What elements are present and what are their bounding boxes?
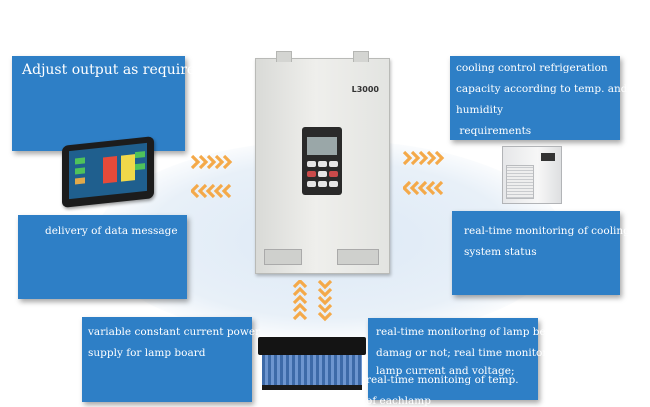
uv-led-lamp [258, 337, 366, 390]
tablet-screen [69, 142, 147, 200]
cooling-control-line-2: capacity according to temp. and [456, 83, 628, 95]
controller-cabinet: L3000 [255, 51, 390, 274]
cooling-monitoring-box [452, 211, 620, 295]
controller-display [307, 137, 337, 155]
cooling-control-box [450, 56, 620, 140]
touch-panel-tablet [62, 136, 154, 208]
keypad-key [307, 171, 316, 177]
chiller-grille [506, 165, 534, 199]
data-message-text: delivery of data message [45, 225, 178, 237]
cooling-monitoring-line-2: system status [464, 246, 537, 258]
temp-monitoring-line-1: real-time monitoing of temp. [366, 374, 519, 386]
adjust-output-text: Adjust output as required [22, 62, 205, 78]
tablet-cell [103, 156, 117, 184]
data-message-box [18, 215, 187, 299]
tablet-cell [121, 154, 135, 182]
cooling-control-line-4: requirements [456, 125, 532, 137]
lamp-supply-line-1: variable constant current power [88, 326, 261, 338]
cooling-control-line-3: humidity [456, 104, 504, 116]
lamp-monitoring-line-3: lamp current and voltage; [376, 365, 515, 377]
mount-tab-left [276, 51, 292, 62]
tablet-cell [75, 167, 85, 175]
lamp-led-array [262, 355, 362, 390]
lamp-monitoring-line-2: damag or not; real time monitoring [376, 347, 565, 359]
arrow-right-to-chiller [403, 150, 445, 166]
keypad-key [318, 161, 327, 167]
cooling-monitoring-line-1: real-time monitoring of cooling [464, 225, 630, 237]
water-chiller [502, 146, 562, 204]
keypad-key [329, 171, 338, 177]
lamp-supply-line-2: supply for lamp board [88, 347, 206, 359]
tablet-cell [75, 177, 85, 185]
keypad-key [329, 181, 338, 187]
lamp-monitoring-line-1: real-time monitoring of lamp beads [376, 326, 565, 338]
cabinet-label-left [264, 249, 302, 265]
keypad-key [307, 181, 316, 187]
lamp-supply-box [82, 317, 252, 402]
cooling-control-line-1: cooling control refrigeration [456, 62, 608, 74]
arrow-left-to-tablet [191, 183, 232, 199]
tablet-cell [135, 151, 145, 159]
arrow-right-to-controller [191, 154, 233, 170]
lamp-housing [258, 337, 366, 355]
keypad-key [318, 181, 327, 187]
tablet-cell [135, 163, 145, 171]
temp-monitoring-line-2: of eachlamp [366, 395, 431, 407]
tablet-cell [75, 157, 85, 165]
arrow-up-to-controller [292, 280, 308, 321]
adjust-output-box [12, 56, 185, 151]
keypad-key [318, 171, 327, 177]
lamp-monitoring-box [368, 318, 538, 400]
arrow-left-to-controller [403, 180, 444, 196]
keypad-key [329, 161, 338, 167]
mount-tab-right [353, 51, 369, 62]
cabinet-label-right [337, 249, 379, 265]
arrow-down-to-lamp [317, 280, 333, 322]
controller-brand-label: L3000 [351, 85, 379, 94]
keypad-key [307, 161, 316, 167]
controller-keypad-panel [302, 127, 342, 195]
chiller-control-panel [541, 153, 555, 161]
